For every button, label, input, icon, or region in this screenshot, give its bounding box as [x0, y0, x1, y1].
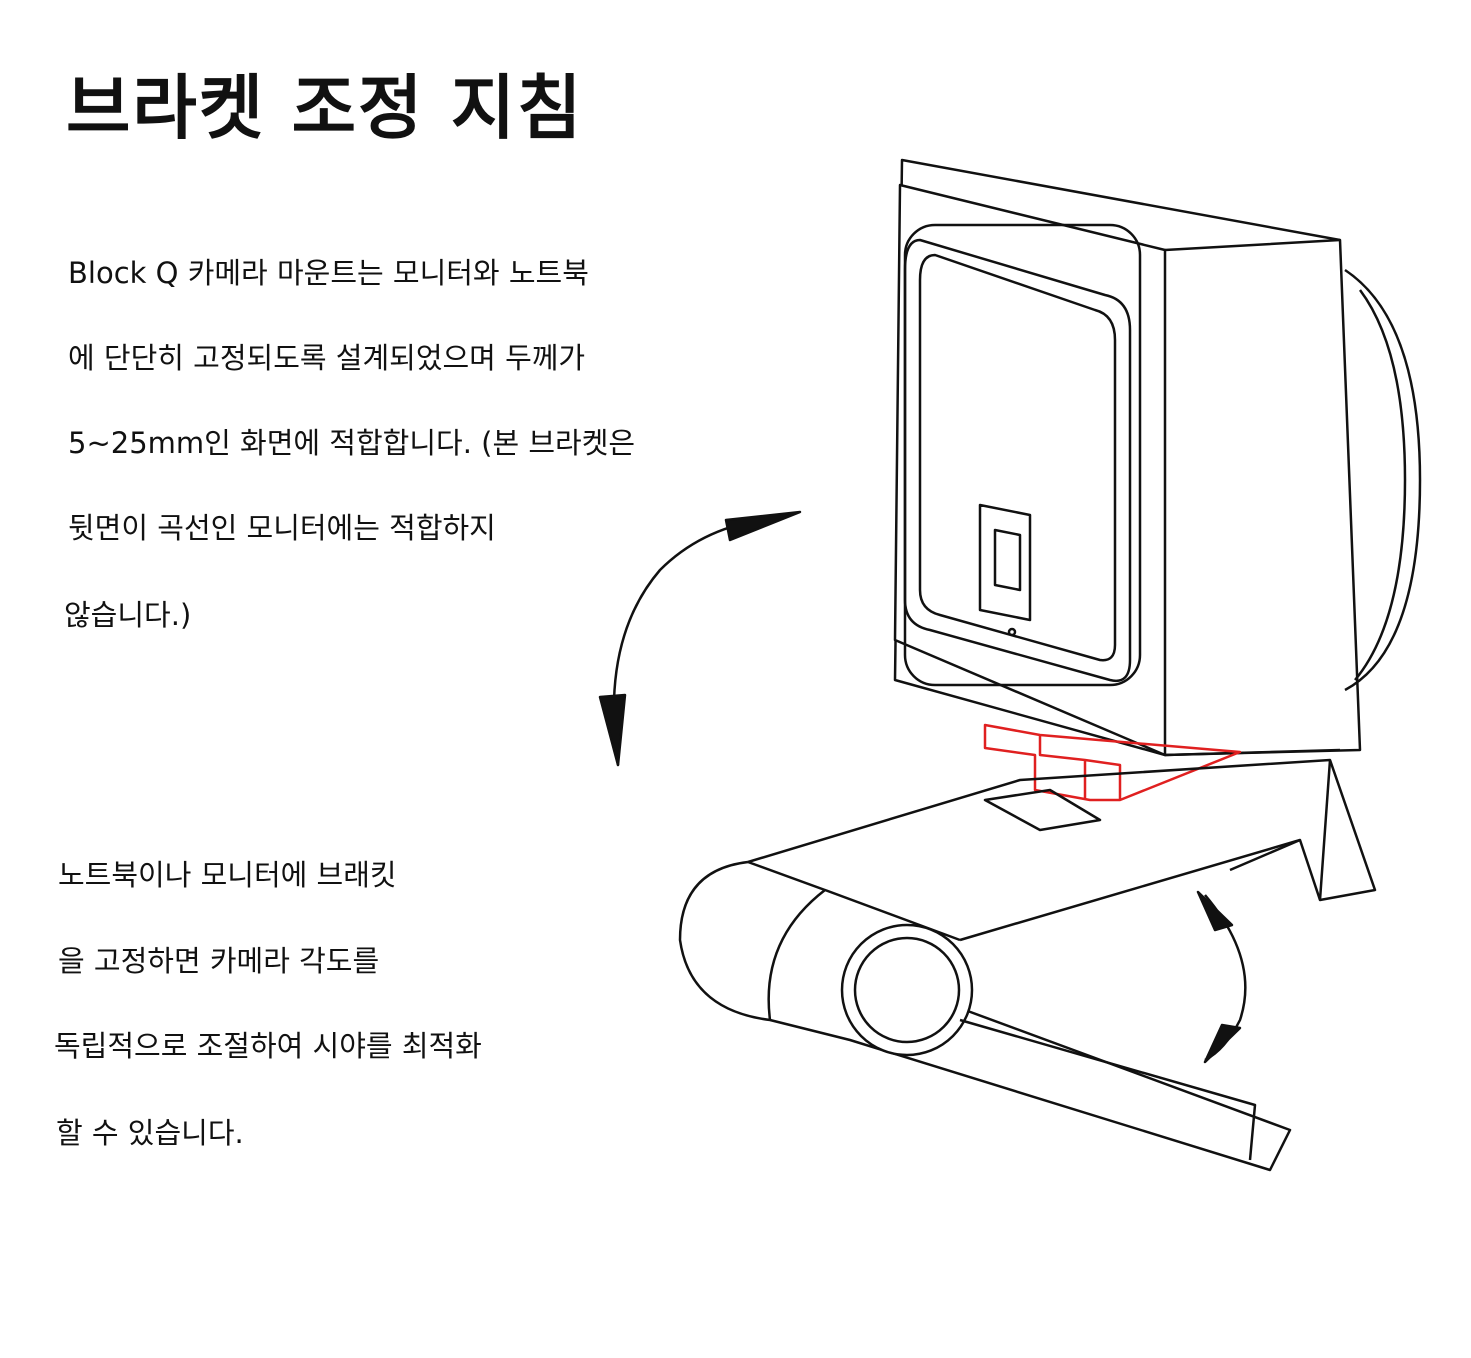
text-line: 5~25mm인 화면에 적합합니다. (본 브라켓은	[68, 426, 636, 460]
text-line: 않습니다.)	[64, 598, 192, 632]
text-line: 할 수 있습니다.	[56, 1116, 244, 1150]
text-line: 뒷면이 곡선인 모니터에는 적합하지	[68, 511, 496, 545]
page-title: 브라켓 조정 지침	[66, 67, 584, 149]
tilt-arrow-icon	[1196, 890, 1247, 1064]
bracket-base	[678, 758, 1377, 1172]
text-line: 독립적으로 조절하여 시야를 최적화	[54, 1029, 482, 1063]
rotation-arrow-icon	[598, 510, 802, 767]
hinge-highlight	[983, 723, 1242, 802]
text-line: 을 고정하면 카메라 각도를	[58, 944, 380, 978]
text-line: Block Q 카메라 마운트는 모니터와 노트북	[68, 256, 589, 290]
camera-body	[893, 158, 1422, 757]
text-line: 에 단단히 고정되도록 설계되었으며 두께가	[68, 341, 586, 375]
text-line: 노트북이나 모니터에 브래킷	[58, 858, 397, 892]
